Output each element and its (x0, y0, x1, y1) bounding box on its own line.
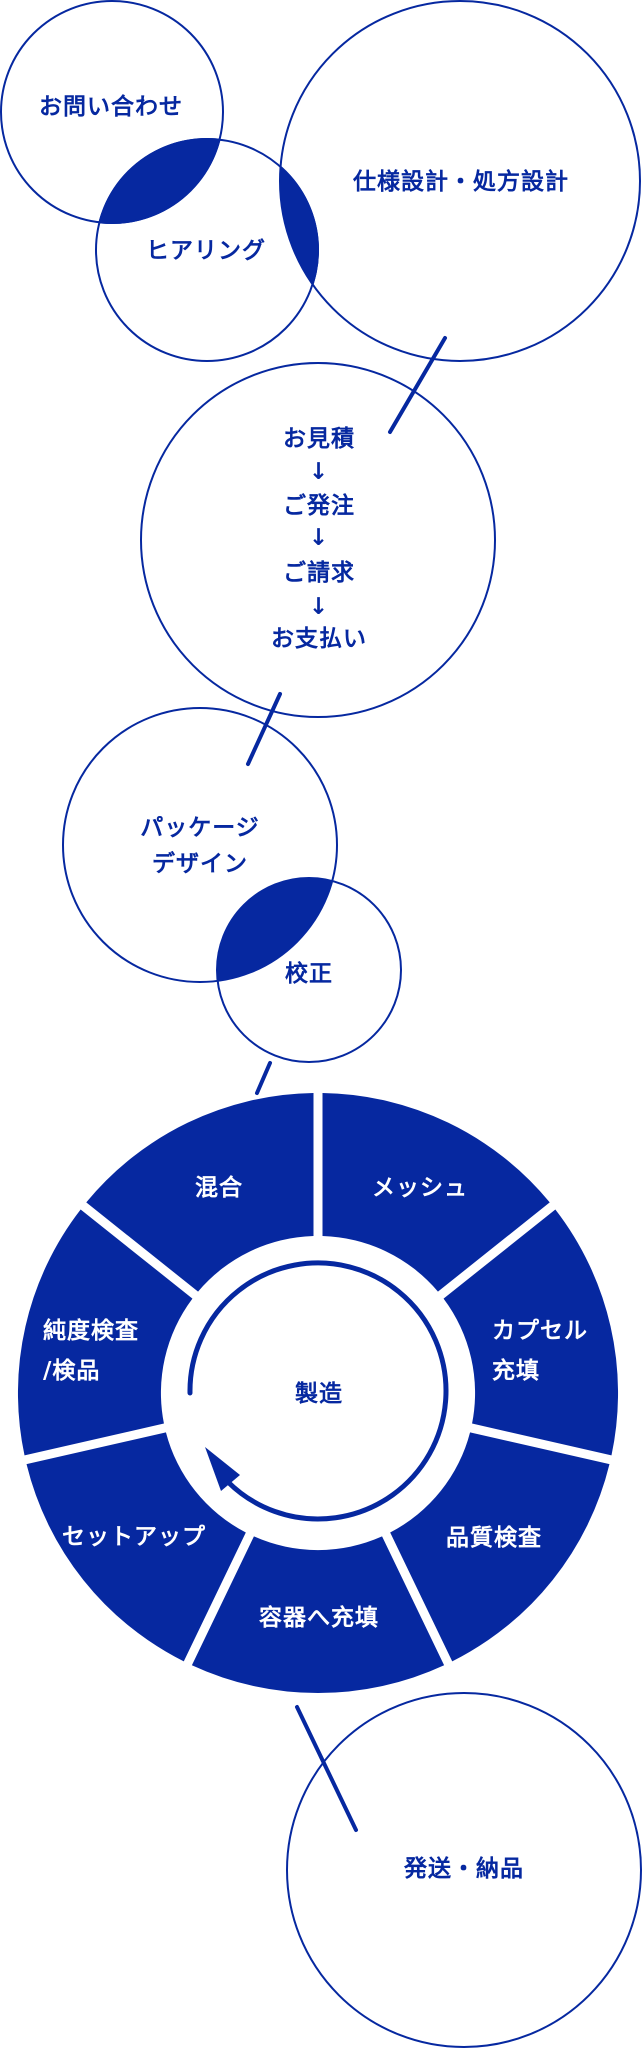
segment-mixing: 混合 (195, 1174, 243, 1201)
arrow-down-icon: ↓ (309, 459, 329, 485)
connector-line (255, 1061, 272, 1095)
segment-setup: セットアップ (62, 1524, 206, 1550)
step-estimate: お見積 (283, 426, 355, 452)
step-payment: お支払い (271, 626, 367, 652)
segment-capsule-filling-line2: 充填 (492, 1357, 540, 1384)
circle-proofing (216, 877, 402, 1063)
step-spec-design: 仕様設計・処方設計 (352, 168, 569, 195)
ring-segment (390, 1432, 610, 1662)
step-invoice: ご請求 (283, 559, 355, 586)
manufacturing-center-label: 製造 (294, 1380, 343, 1407)
overlap-inquiry-hearing (95, 138, 224, 224)
circle-package-design (62, 707, 338, 983)
segment-purity-inspection-line1: 純度検査 (43, 1317, 139, 1344)
segment-container-filling: 容器へ充填 (259, 1604, 379, 1631)
circle-estimate (140, 362, 496, 718)
ring-segment (191, 1536, 445, 1694)
segment-capsule-filling-line1: カプセル (492, 1318, 588, 1344)
cycle-arrowhead-icon (205, 1447, 240, 1491)
ring-segment (17, 1209, 193, 1456)
segment-labels: 混合 メッシュ カプセル 充填 品質検査 容器へ充填 セットアップ 純度検査 /… (43, 1174, 588, 1631)
connector-line (246, 692, 282, 766)
step-inquiry: お問い合わせ (39, 93, 183, 120)
circle-spec-design (279, 0, 641, 362)
segment-quality-inspection: 品質検査 (446, 1525, 542, 1551)
circle-shipping (286, 1692, 642, 2048)
step-proofing: 校正 (285, 960, 333, 987)
circle-hearing (95, 138, 319, 362)
connector-line (388, 336, 447, 434)
segment-purity-inspection-line2: /検品 (43, 1358, 100, 1384)
manufacturing-ring (17, 1093, 619, 1694)
ring-segment (86, 1093, 314, 1292)
step-shipping: 発送・納品 (403, 1855, 524, 1882)
arrow-down-icon: ↓ (309, 594, 329, 620)
step-package-design-line1: パッケージ (140, 815, 260, 841)
segment-mesh: メッシュ (372, 1175, 468, 1201)
arrow-down-icon: ↓ (309, 525, 329, 551)
ring-segment (443, 1209, 619, 1456)
ring-segment (26, 1432, 246, 1662)
step-package-design-line2: デザイン (152, 850, 248, 877)
cycle-arrow-arc (187, 1260, 449, 1522)
circle-inquiry (0, 0, 224, 224)
connector-line (295, 1705, 358, 1832)
step-hearing: ヒアリング (146, 237, 266, 264)
step-order: ご発注 (283, 492, 355, 519)
ring-segment (322, 1093, 550, 1292)
